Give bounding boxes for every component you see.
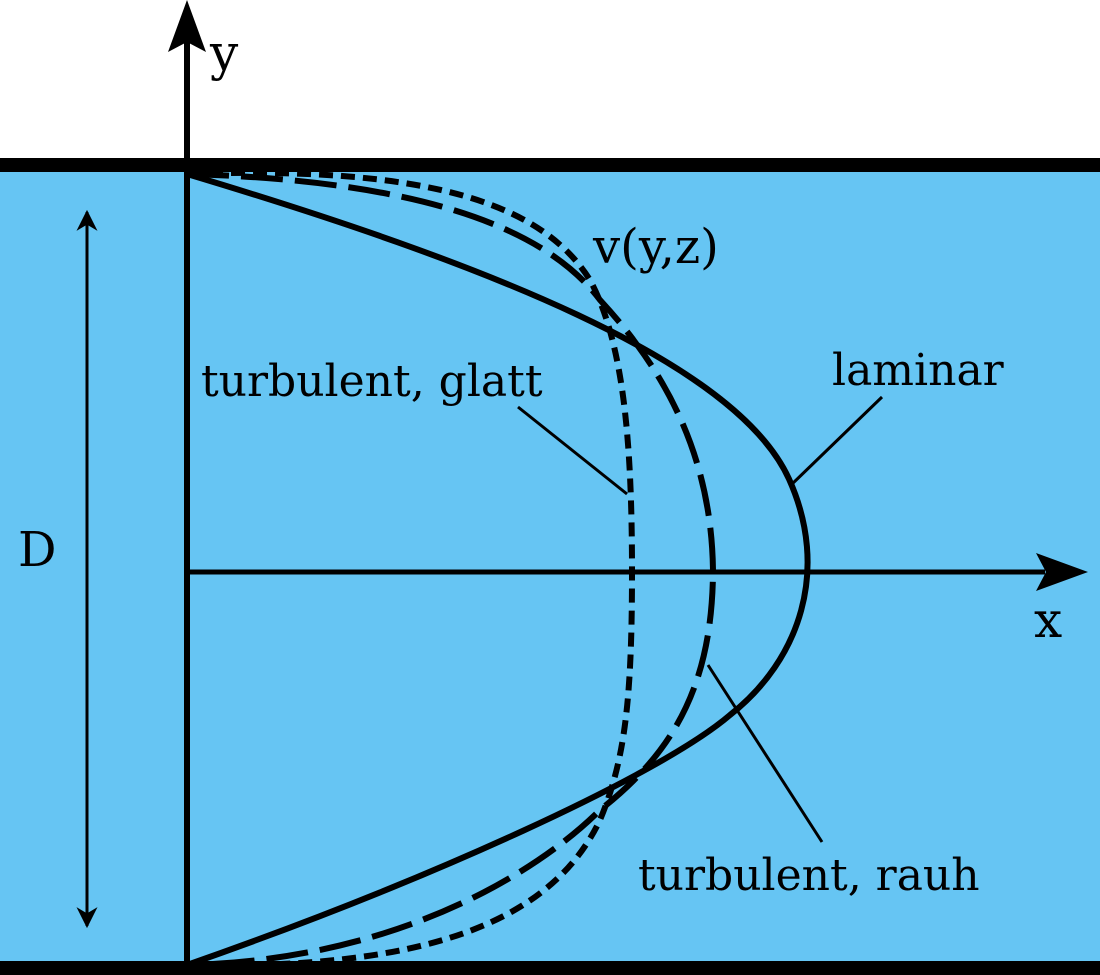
laminar-profile-curve bbox=[186, 171, 811, 968]
turbulent-smooth-leader-line bbox=[517, 405, 628, 496]
y-axis-arrowhead bbox=[168, 0, 206, 52]
fluid-region bbox=[0, 165, 1100, 967]
turbulent-smooth-profile-curve bbox=[186, 169, 636, 969]
turbulent-rough-leader-line bbox=[706, 664, 824, 843]
diameter-label: D bbox=[18, 522, 56, 578]
bottom-pipe-wall bbox=[0, 961, 1100, 975]
top-pipe-wall bbox=[0, 158, 1100, 172]
x-axis-label: x bbox=[1034, 591, 1062, 649]
velocity-label: v(y,z) bbox=[592, 219, 719, 275]
y-axis-label: y bbox=[209, 24, 239, 82]
turbulent-rough-profile-curve bbox=[186, 171, 717, 968]
laminar-label: laminar bbox=[832, 345, 1005, 396]
turbulent-smooth-label: turbulent, glatt bbox=[201, 356, 543, 407]
laminar-leader-line bbox=[788, 395, 884, 488]
turbulent-rough-label: turbulent, rauh bbox=[638, 850, 980, 901]
x-axis-arrowhead bbox=[1036, 553, 1088, 591]
